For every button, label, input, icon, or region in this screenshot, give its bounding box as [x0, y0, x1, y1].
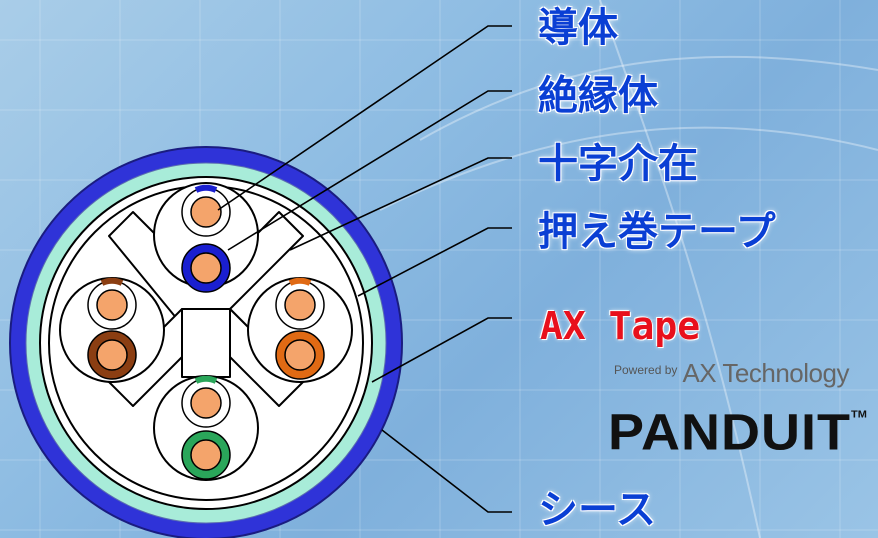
conductor-right-white	[284, 289, 316, 321]
trademark-mark: TM	[851, 408, 867, 421]
conductor-left-brown	[96, 339, 128, 371]
pair-right	[247, 277, 353, 383]
label-insulation: 絶縁体	[538, 73, 658, 119]
brand-logo: PANDUITTM	[608, 388, 867, 459]
conductor-left-white	[96, 289, 128, 321]
powered-by-line: Powered by AX Technology	[614, 358, 849, 389]
pair-bottom	[153, 375, 259, 481]
brand-name: PANDUIT	[608, 404, 851, 462]
pair-top	[153, 182, 259, 293]
conductor-bottom-green	[190, 439, 222, 471]
leader-cross-filler	[289, 157, 512, 251]
powered-by-text: Powered by	[614, 363, 678, 377]
label-binder-tape: 押え巻テープ	[538, 209, 776, 255]
conductor-top-blue	[190, 252, 222, 284]
conductor-right-orange	[284, 339, 316, 371]
technology-text: AX Technology	[682, 358, 849, 388]
leader-insulation	[227, 90, 512, 251]
leader-binder-tape	[357, 227, 512, 297]
label-cross-filler: 十字介在	[538, 141, 698, 187]
label-sheath: シース	[538, 487, 656, 533]
pair-left	[59, 277, 165, 383]
label-ax-tape: AX Tape	[540, 304, 701, 348]
label-conductor: 導体	[538, 5, 618, 51]
leader-lines	[217, 25, 512, 513]
leader-ax-tape	[371, 317, 512, 383]
conductor-bottom-white	[190, 387, 222, 419]
conductor-top-white	[190, 196, 222, 228]
leader-conductor	[217, 25, 512, 211]
leader-sheath	[381, 429, 512, 513]
